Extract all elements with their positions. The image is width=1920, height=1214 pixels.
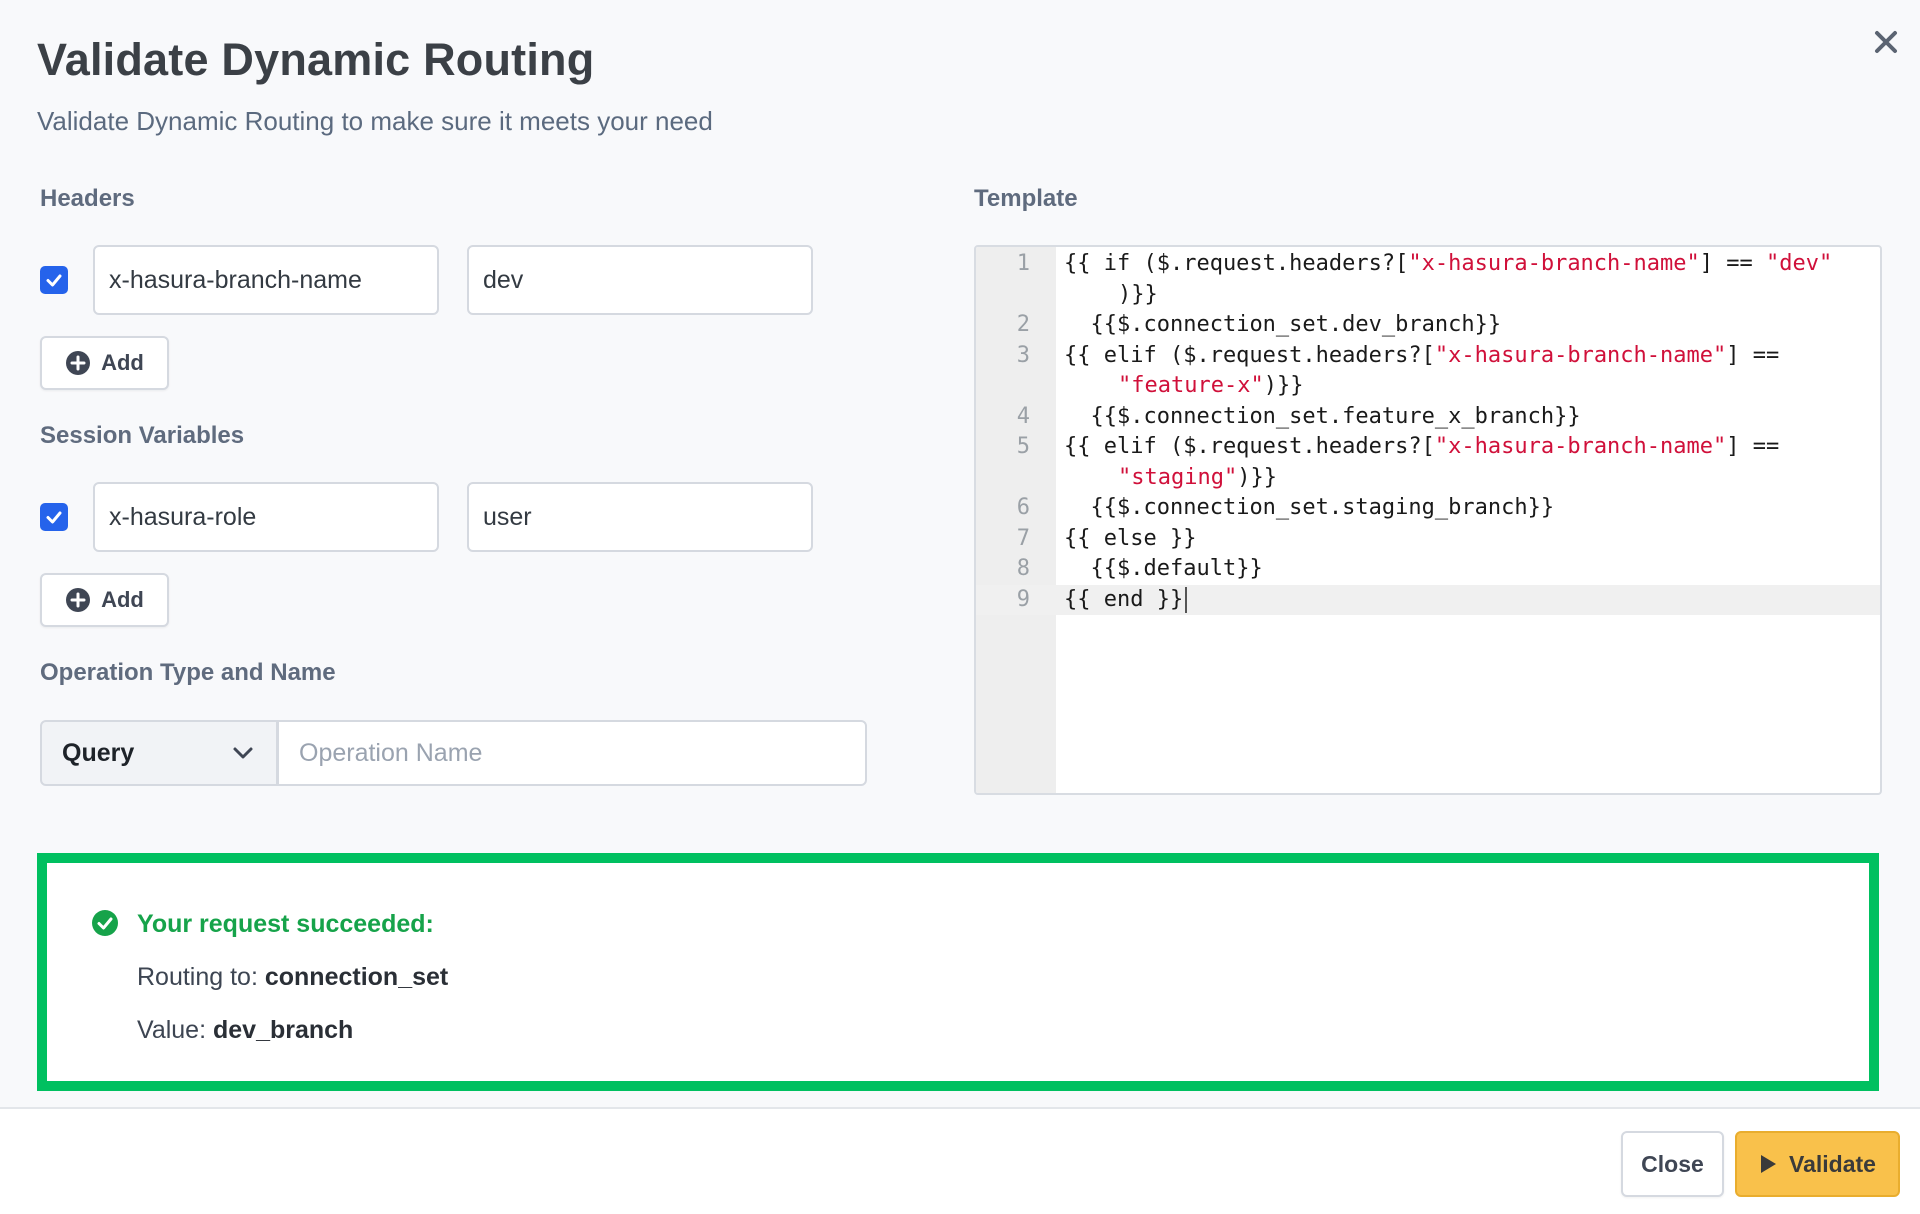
add-header-label: Add [101,350,144,375]
line-number-gutter [976,247,1056,793]
page-title: Validate Dynamic Routing [37,34,595,85]
routing-result: Routing to: connection_set [137,963,449,991]
validate-button[interactable]: Validate [1735,1131,1900,1197]
add-session-variable-label: Add [101,587,144,612]
success-message: Your request succeeded: [137,910,434,938]
code-line-2: 2 {{$.connection_set.dev_branch}} [1016,312,1502,337]
check-icon [46,274,62,287]
chevron-down-icon [233,747,253,759]
header-key-input[interactable]: x-hasura-branch-name [93,245,439,315]
add-session-variable-button[interactable]: Add [40,573,169,627]
play-icon [1761,1155,1777,1173]
session-variable-key-input[interactable]: x-hasura-role [93,482,439,552]
add-header-button[interactable]: Add [40,336,169,390]
success-check-icon [92,910,118,936]
footer-divider [0,1107,1920,1109]
value-result: Value: dev_branch [137,1016,354,1044]
code-line-9: 9 {{ end }} [976,584,1880,615]
code-line-1: 1 {{ if ($.request.headers?["x-hasura-br… [1016,251,1833,307]
close-icon[interactable] [1866,22,1906,62]
page-subtitle: Validate Dynamic Routing to make sure it… [37,106,713,136]
code-lines: 1 {{ if ($.request.headers?["x-hasura-br… [976,249,1880,615]
plus-circle-icon [66,351,91,375]
close-button[interactable]: Close [1621,1131,1724,1197]
text-cursor [1185,586,1188,613]
code-line-5: 5 {{ elif ($.request.headers?["x-hasura-… [1016,434,1780,490]
headers-label: Headers [40,185,135,212]
plus-circle-icon [66,588,91,612]
operation-type-select[interactable]: Query [40,720,278,786]
code-line-8: 8 {{$.default}} [1016,556,1263,581]
header-row-checkbox[interactable] [40,266,68,294]
modal-body: Validate Dynamic Routing Validate Dynami… [37,22,1906,1091]
check-icon [46,511,62,524]
operation-label: Operation Type and Name [40,659,336,686]
code-line-6: 6 {{$.connection_set.staging_branch}} [1016,495,1555,520]
validate-label: Validate [1789,1150,1876,1177]
session-variables-label: Session Variables [40,422,245,449]
code-line-3: 3 {{ elif ($.request.headers?["x-hasura-… [1016,342,1780,399]
template-label: Template [974,185,1078,212]
code-line-4: 4 {{$.connection_set.feature_x_branch}} [1016,403,1581,429]
template-code-editor[interactable]: 1 {{ if ($.request.headers?["x-hasura-br… [974,245,1882,795]
session-variable-row-checkbox[interactable] [40,503,68,531]
session-variable-value-input[interactable]: user [467,482,813,552]
header-value-input[interactable]: dev [467,245,813,315]
validation-result-panel: Your request succeeded: Routing to: conn… [37,853,1879,1091]
operation-name-input[interactable]: Operation Name [277,720,867,786]
code-line-7: 7 {{ else }} [1016,525,1197,551]
operation-type-value: Query [62,738,135,767]
